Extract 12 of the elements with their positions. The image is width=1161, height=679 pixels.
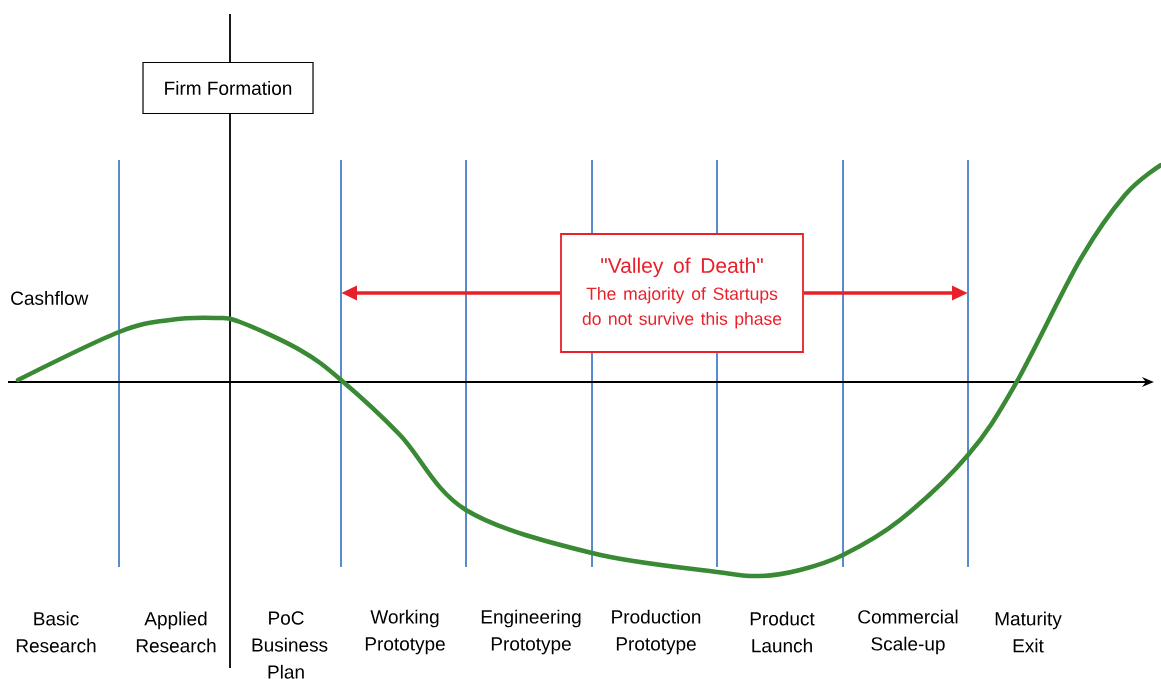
phase-label: Commercial Scale-up	[858, 609, 958, 655]
phase-label: Basic Research	[16, 611, 96, 653]
phase-label: Production Prototype	[612, 609, 701, 655]
axis-label: Cashflow	[11, 291, 89, 305]
label-box: Firm Formation	[142, 61, 314, 115]
phase-label: PoC Business Plan	[252, 611, 328, 679]
phase-label: Engineering Prototype	[481, 609, 581, 655]
phase-label: Product Launch	[750, 611, 815, 653]
phase-label: Working Prototype	[365, 609, 445, 655]
phase-label: Applied Research	[136, 611, 216, 653]
phase-label: Maturity Exit	[995, 611, 1062, 653]
callout-box: "Valley of Death" The majority of Startups do not survive this phase	[560, 233, 804, 353]
